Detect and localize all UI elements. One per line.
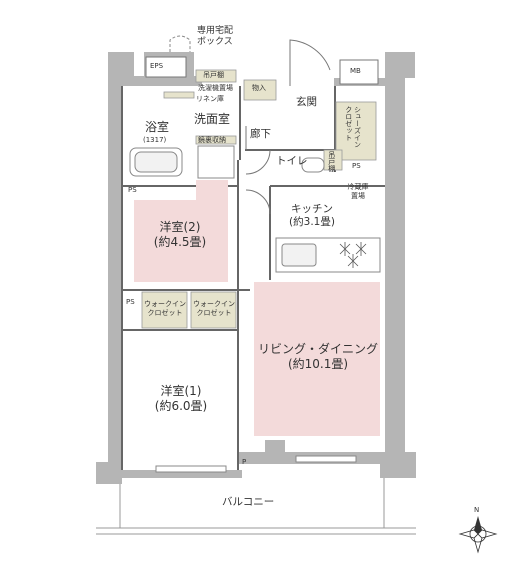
mirror-storage-label: 鏡裏収納 xyxy=(198,136,226,144)
bath-size-label: (1317) xyxy=(143,136,167,144)
ps-label-1: PS xyxy=(352,162,361,170)
door-swings xyxy=(245,39,331,215)
entrance-label: 玄関 xyxy=(296,96,317,108)
washroom-label: 洗面室 xyxy=(194,112,231,126)
storage-label: 物入 xyxy=(252,84,266,92)
storage-blocks xyxy=(141,69,377,329)
fridge-space-label: 冷蔵庫 置場 xyxy=(347,183,369,200)
hanging-cabinet-top-label: 吊戸棚 xyxy=(203,71,224,79)
mb-label: MB xyxy=(350,67,361,75)
toilet-label: トイレ xyxy=(276,155,308,167)
ps-label-4: P xyxy=(242,458,247,466)
stove-icon xyxy=(339,242,367,268)
room2-label: 洋室(2) (約4.5畳) xyxy=(153,220,207,249)
interior-walls xyxy=(121,86,385,470)
room1-label: 洋室(1) (約6.0畳) xyxy=(154,384,208,413)
delivery-box-label: 専用宅配 ボックス xyxy=(197,26,234,48)
bathtub xyxy=(129,147,183,177)
living-dining-label: リビング・ダイニング (約10.1畳) xyxy=(257,342,379,371)
washer-space-label: 洗濯機置場 xyxy=(198,84,233,92)
kitchen-counter xyxy=(275,237,381,273)
linen-storage-label: リネン庫 xyxy=(196,95,224,103)
bath-label: 浴室 xyxy=(145,120,170,134)
kitchen-label: キッチン (約3.1畳) xyxy=(289,203,335,229)
shoe-closet-label: シューズイン クロゼット xyxy=(344,106,362,148)
balcony-rail xyxy=(96,478,416,535)
balcony-label: バルコニー xyxy=(222,496,275,508)
ps-label-3: PS xyxy=(126,298,135,306)
delivery-box-outline xyxy=(169,35,191,52)
compass-north-label: N xyxy=(474,506,480,514)
mb-box xyxy=(339,59,379,85)
eps-box xyxy=(145,56,187,78)
rooms xyxy=(134,180,380,436)
walkin-closet-2-label: ウォークイン クロゼット xyxy=(193,300,235,317)
corridor-label: 廊下 xyxy=(250,128,271,140)
washbasin xyxy=(197,145,235,179)
ps-label-2: PS xyxy=(128,186,137,194)
compass-icon xyxy=(458,516,498,554)
hanging-cabinet-toilet-label: 吊戸棚 xyxy=(327,151,336,172)
toilet-fixture xyxy=(301,157,325,173)
eps-label: EPS xyxy=(150,62,164,70)
walkin-closet-1-label: ウォークイン クロゼット xyxy=(144,300,186,317)
balcony-windows xyxy=(155,455,357,473)
